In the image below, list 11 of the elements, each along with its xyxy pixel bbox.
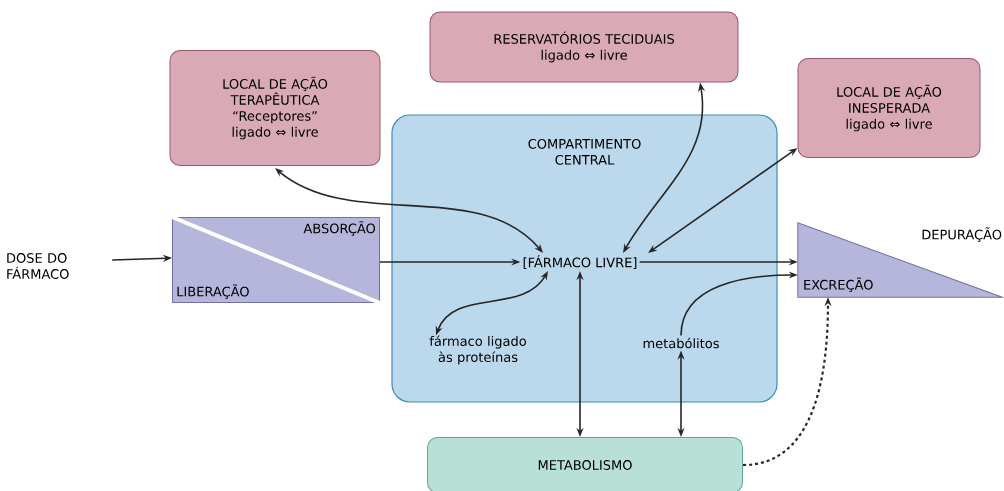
free-drug-text: [FÁRMACO LIVRE] [523,255,637,269]
dose-text: DOSE DO FÁRMACO [7,253,69,279]
metabolism-box: METABOLISMO [427,437,743,491]
arrow [275,168,543,253]
metabolites-text: metabólitos [643,337,719,349]
target-site-box: LOCAL DE AÇÃO TERAPÊUTICA “Receptores” ligado ⇔ livre [169,50,381,166]
bound-drug-text: fármaco ligado às proteínas [429,335,526,365]
excretion-triangle: EXCREÇÃO DEPURAÇÃO [797,222,1003,298]
target-site-box: LOCAL DE AÇÃO INESPERADA ligado ⇔ livre [797,58,981,158]
absorption-box: ABSORÇÃO LIBERAÇÃO [171,215,381,305]
reservoir-box: RESERVATÓRIOS TECIDUAIS ligado ⇔ livre [429,11,739,83]
